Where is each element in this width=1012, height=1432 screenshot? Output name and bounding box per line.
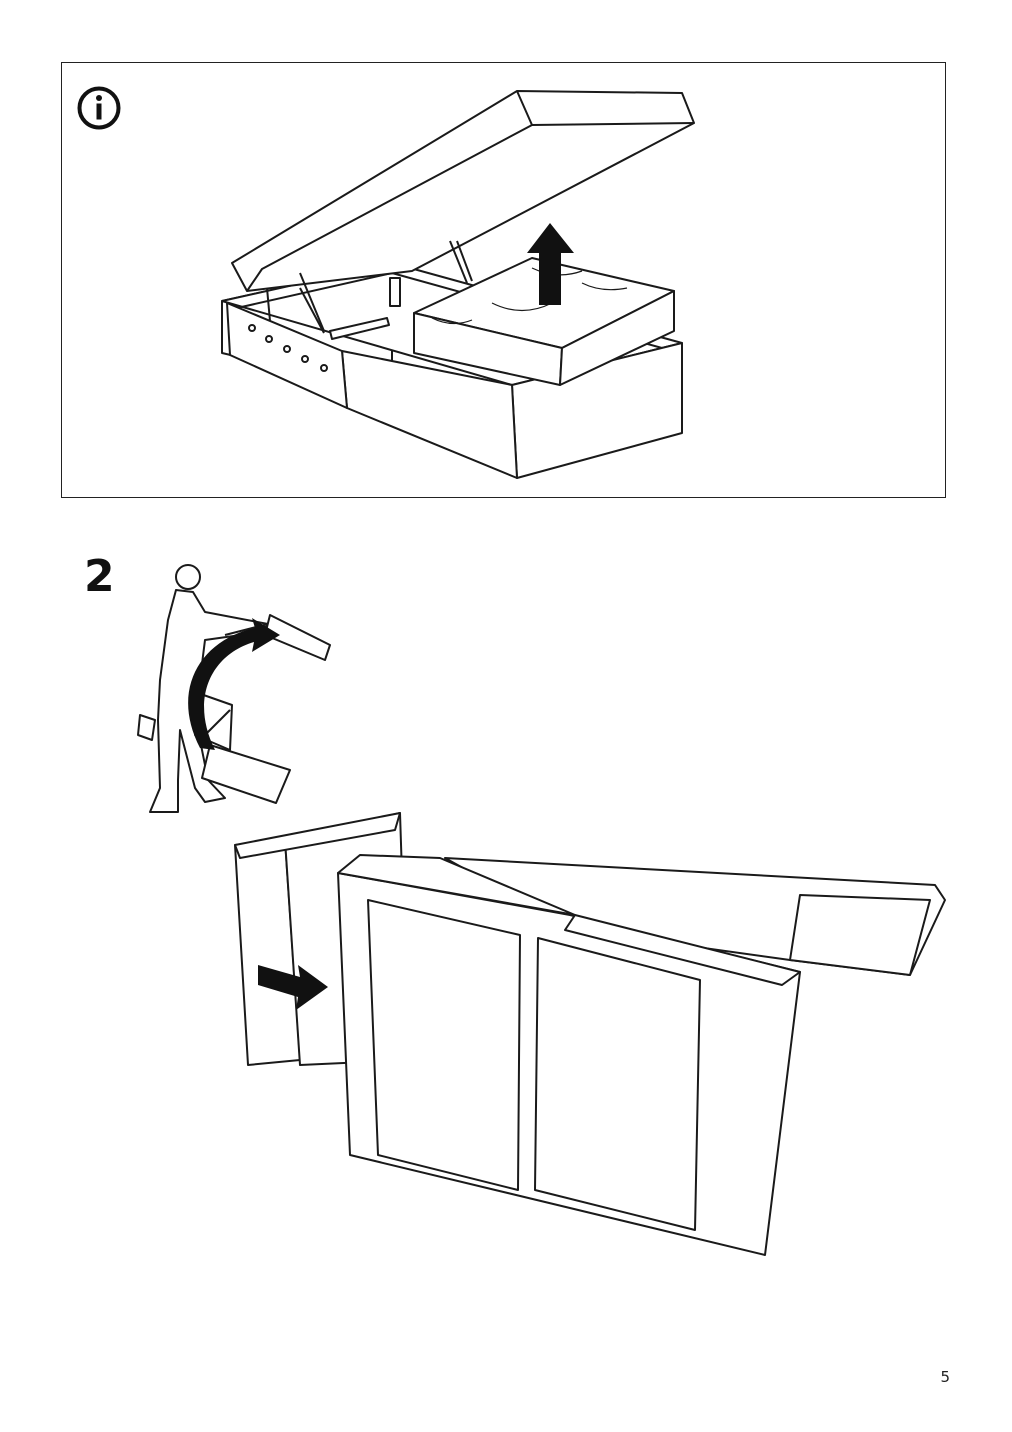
rotate-arrow bbox=[188, 618, 280, 750]
info-icon bbox=[77, 86, 121, 130]
step-2-illustration bbox=[137, 564, 946, 1256]
lift-up-arrow bbox=[527, 223, 574, 305]
slide-right-arrow bbox=[258, 965, 328, 1010]
step-number: 2 bbox=[84, 551, 115, 602]
info-panel bbox=[61, 62, 946, 498]
page-number: 5 bbox=[940, 1368, 950, 1386]
storage-box-open-illustration bbox=[221, 90, 695, 479]
